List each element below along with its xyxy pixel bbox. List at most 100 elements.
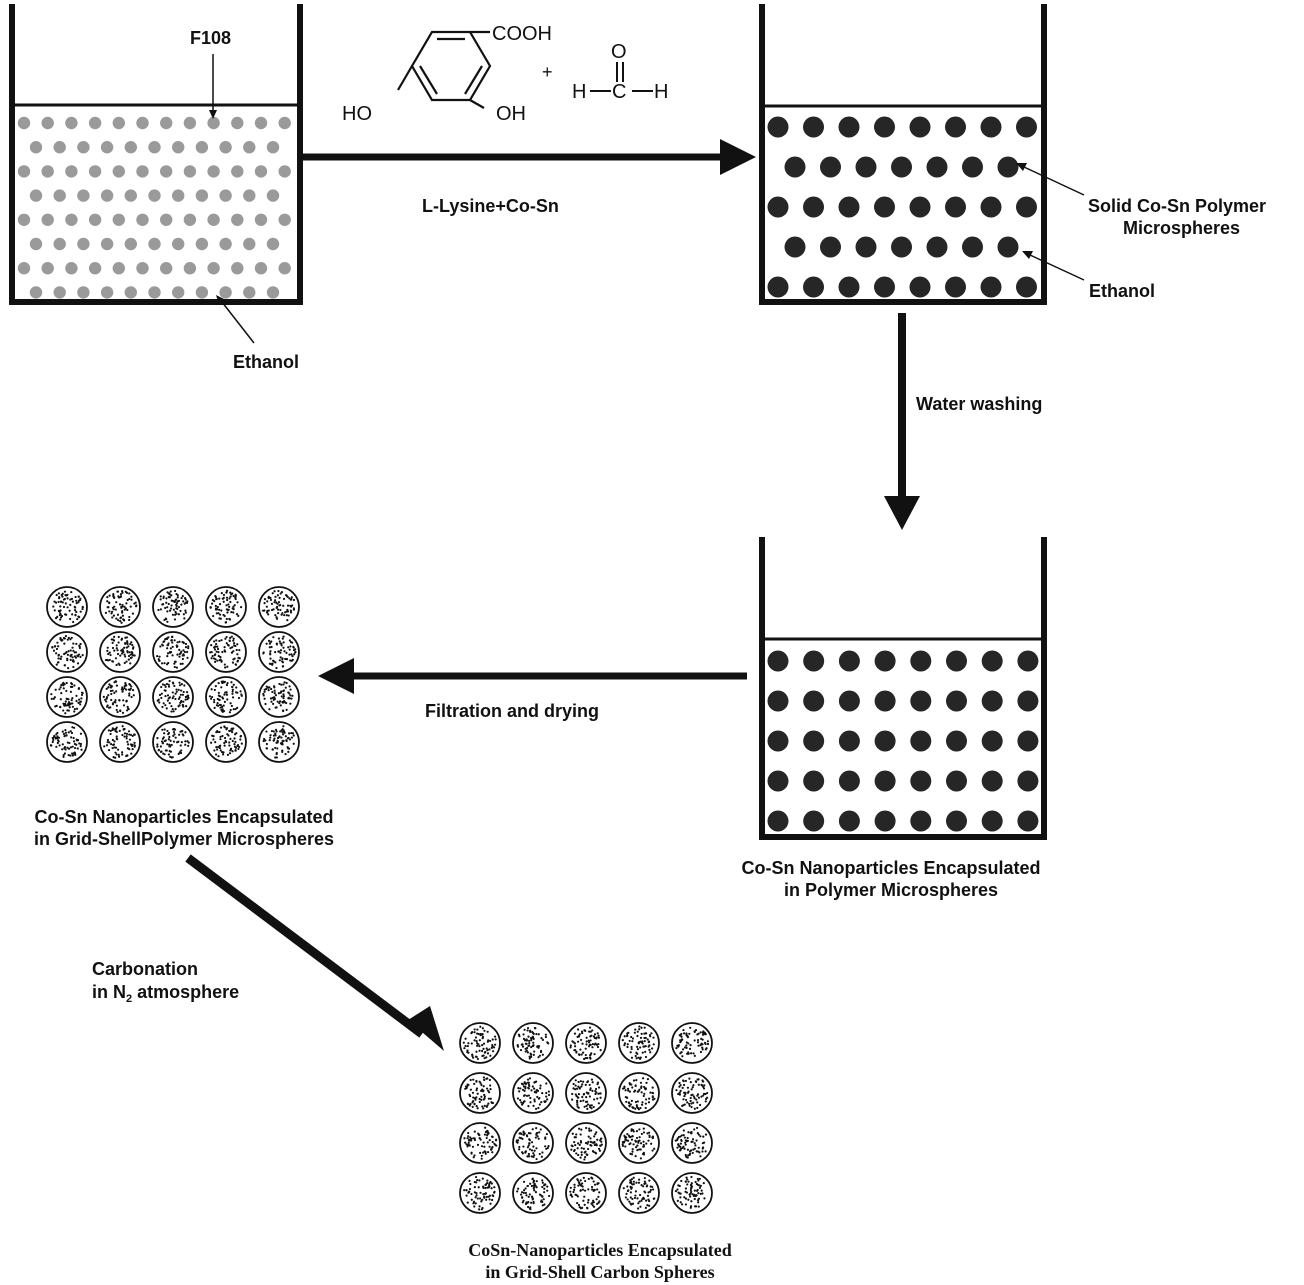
formaldehyde-h-left: H [572, 81, 586, 103]
encapsulated-microsphere [767, 730, 789, 752]
polymer-microsphere [874, 196, 895, 218]
solid-microspheres-label-line1: Solid Co-Sn Polymer [1088, 196, 1266, 216]
polymer-microsphere [926, 236, 948, 258]
grid-shell-polymer-sphere [46, 676, 88, 718]
reagent-step-label: L-Lysine+Co-Sn [422, 196, 559, 216]
f108-particle [41, 116, 54, 130]
f108-particle [17, 165, 31, 178]
grid-shell-carbon-sphere [671, 1022, 713, 1064]
f108-particle [231, 262, 244, 275]
grid-shell-polymer-sphere [205, 721, 247, 763]
f108-particle [53, 286, 66, 299]
f108-particle [17, 116, 31, 130]
f108-particle [65, 213, 78, 226]
encapsulated-microsphere [1017, 690, 1039, 712]
water-washing-label: Water washing [916, 394, 1042, 414]
grid-shell-carbon-sphere [565, 1022, 607, 1064]
f108-particle [100, 189, 114, 202]
f108-particle [17, 213, 31, 226]
grid-shell-carbon-sphere [565, 1172, 607, 1214]
filtration-drying-label: Filtration and drying [425, 701, 599, 721]
f108-particle [266, 286, 280, 299]
ethanol-label-1: Ethanol [233, 352, 299, 372]
solid-microspheres-label-line2: Microspheres [1123, 218, 1240, 238]
f108-particle [29, 141, 43, 154]
encapsulated-microsphere [838, 690, 860, 712]
polymer-microsphere [820, 156, 841, 178]
beaker-3-wall [759, 537, 1047, 840]
grid-shell-carbon-sphere [618, 1072, 660, 1114]
f108-particle [124, 286, 137, 299]
grid-shell-carbon-sphere [618, 1122, 660, 1164]
f108-particle [231, 213, 244, 226]
grid-shell-polymer-sphere [258, 586, 300, 628]
grid-shell-polymer-caption-line2: in Grid-ShellPolymer Microspheres [34, 829, 334, 849]
f108-particle [195, 141, 209, 154]
polymer-microsphere [767, 276, 789, 298]
encapsulated-microsphere [981, 810, 1003, 832]
f108-pointer-arrow [209, 54, 217, 119]
f108-particle [136, 262, 149, 275]
grid-shell-carbon-sphere [565, 1072, 607, 1114]
f108-particle [160, 165, 173, 178]
beaker-2-wall [759, 4, 1047, 305]
polymer-microsphere [980, 276, 1002, 298]
n2-subscript: 2 [126, 993, 132, 1005]
f108-particle [172, 189, 185, 202]
f108-particle [100, 286, 114, 299]
grid-shell-carbon-sphere [671, 1072, 713, 1114]
beaker-1-wall [9, 4, 303, 305]
arrow-right-step1 [300, 139, 756, 175]
f108-particle [278, 116, 291, 130]
f108-particle [148, 141, 161, 154]
polymer-microsphere [980, 116, 1002, 138]
grid-shell-polymer-sphere [99, 721, 141, 763]
polymer-microsphere [803, 116, 824, 138]
grid-shell-polymer-caption-line1: Co-Sn Nanoparticles Encapsulated [34, 807, 333, 827]
encapsulated-microsphere [910, 690, 932, 712]
f108-particle [160, 262, 173, 275]
f108-particle [183, 116, 197, 130]
polymer-microsphere [784, 236, 806, 258]
grid-shell-polymer-sphere [99, 676, 141, 718]
encapsulated-polymer-microspheres [767, 650, 1039, 832]
f108-particle [195, 286, 209, 299]
encapsulated-microsphere [767, 770, 789, 792]
polymer-microsphere [909, 196, 931, 218]
grid-shell-polymer-sphere [205, 586, 247, 628]
grid-shell-polymer-sphere [46, 721, 88, 763]
carbonation-label-line1: Carbonation [92, 959, 198, 979]
encapsulated-microsphere [946, 730, 967, 752]
grid-shell-carbon-sphere [459, 1122, 501, 1164]
f108-particle [53, 189, 66, 202]
encapsulated-microsphere [910, 650, 932, 672]
grid-shell-carbon-sphere [618, 1022, 660, 1064]
polymer-microsphere [1016, 196, 1037, 218]
encapsulated-microsphere [1017, 730, 1039, 752]
polymer-microsphere [838, 196, 860, 218]
f108-particle [243, 141, 256, 154]
grid-shell-carbon-sphere [671, 1172, 713, 1214]
polymer-microsphere [945, 196, 966, 218]
f108-particle [124, 141, 137, 154]
f108-particle [100, 237, 114, 251]
polymer-microsphere [909, 276, 931, 298]
f108-particle [148, 286, 161, 299]
f108-particle [243, 237, 256, 251]
f108-particle [88, 213, 102, 226]
grid-shell-carbon-sphere [459, 1172, 501, 1214]
dihydroxybenzoic-acid-structure [397, 30, 492, 109]
f108-particle [77, 286, 90, 299]
beaker-1 [9, 4, 303, 305]
encapsulated-microsphere [838, 730, 860, 752]
polymer-microsphere [855, 236, 877, 258]
grid-shell-polymer-sphere-array [46, 586, 300, 763]
f108-particle [183, 262, 197, 275]
grid-shell-carbon-sphere [512, 1072, 554, 1114]
f108-particle [266, 189, 280, 202]
f108-particle [77, 237, 90, 251]
f108-particle [112, 116, 126, 130]
f108-particle [112, 213, 126, 226]
f108-particle [29, 189, 43, 202]
f108-particle [65, 165, 78, 178]
